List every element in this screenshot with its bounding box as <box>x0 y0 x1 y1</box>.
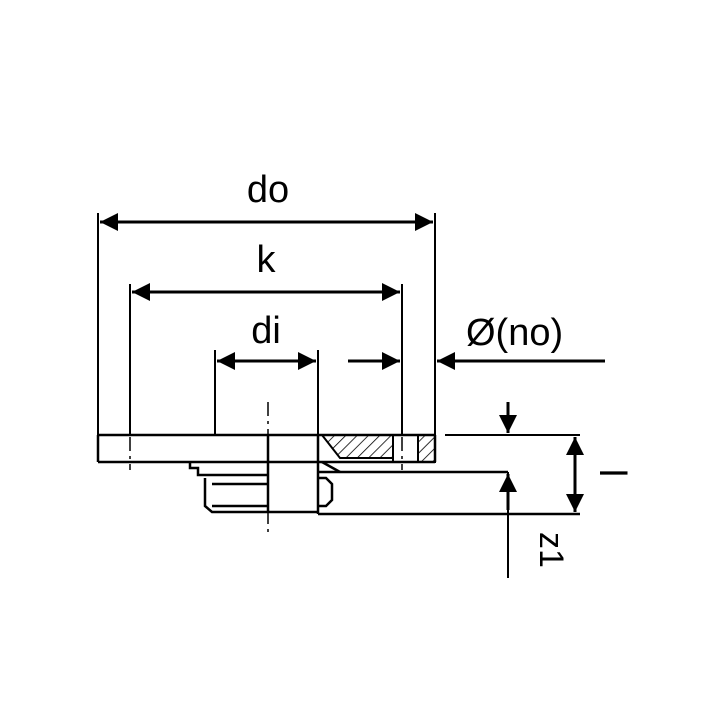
center-lines <box>129 402 403 535</box>
k-label: k <box>257 239 277 281</box>
l-label: l <box>591 469 633 477</box>
flange-part <box>96 433 580 516</box>
di-label: di <box>251 310 281 352</box>
bolt-diameter-label: Ø(no) <box>466 312 563 354</box>
dimension-lines <box>100 213 605 512</box>
do-label: do <box>247 169 289 211</box>
section-hatch <box>319 434 436 463</box>
extension-lines <box>97 213 580 578</box>
z1-label: z1 <box>532 532 570 568</box>
